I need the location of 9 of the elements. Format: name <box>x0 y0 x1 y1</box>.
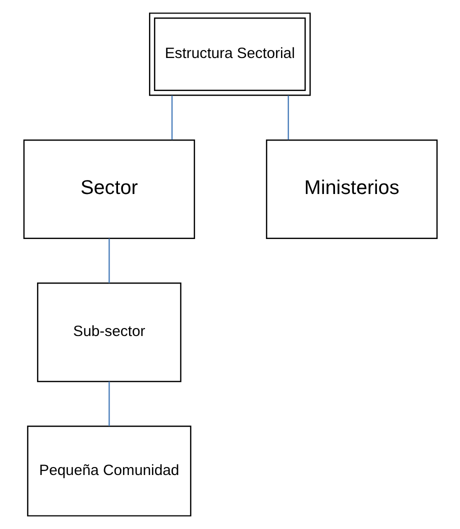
connector <box>108 382 110 426</box>
node-box: Pequeña Comunidad <box>26 426 191 516</box>
connector <box>108 238 110 283</box>
node-box: Sector <box>22 139 195 239</box>
connector <box>170 95 172 140</box>
node-box: Sub-sector <box>36 282 181 382</box>
connector <box>287 95 288 140</box>
node-box: Estructura Sectorial <box>148 12 310 96</box>
node-box: Ministerios <box>265 139 438 239</box>
